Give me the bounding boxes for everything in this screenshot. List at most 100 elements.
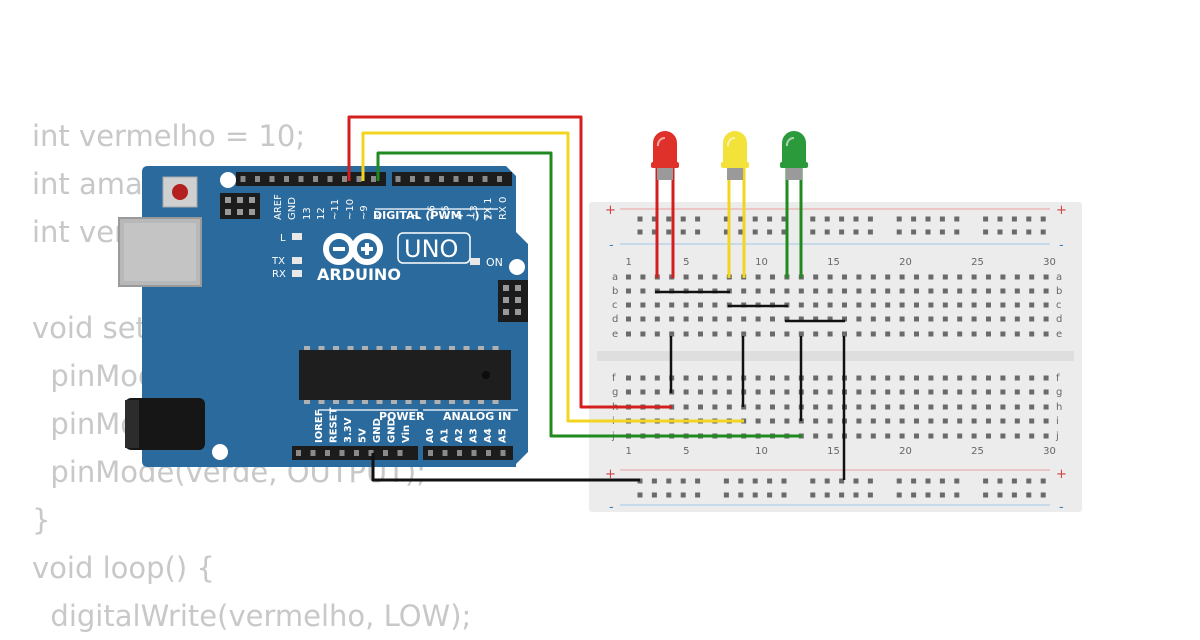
led-yellow-icon[interactable] (721, 131, 749, 278)
led-green-icon[interactable] (780, 131, 808, 278)
digital-pin-label: 4 (455, 214, 466, 220)
wire-black-gnd (371, 453, 640, 482)
arduino-logo-icon (323, 233, 383, 265)
column-label-bottom: 10 (755, 446, 768, 457)
analog-label: ANALOG IN (443, 410, 511, 423)
row-label-left: g (612, 387, 618, 398)
digital-pin-label: ~3 (469, 205, 480, 220)
leds (651, 131, 808, 278)
digital-pin-label: GND (287, 197, 298, 220)
digital-pin-label: RX 0 (498, 197, 509, 220)
row-label-right: i (1056, 416, 1059, 427)
digital-pin-label: 7 (412, 214, 423, 220)
uno-label: UNO (404, 235, 458, 263)
digital-pin-label: 13 (302, 207, 313, 220)
led-rx-label: RX (272, 269, 286, 280)
row-label-left: b (612, 286, 618, 297)
uno-badge (397, 232, 471, 264)
mounting-hole (220, 172, 236, 188)
led-l-label: L (280, 233, 286, 244)
power-pin-label: IOREF (314, 409, 325, 443)
rail-minus-bottom-right: - (1059, 500, 1064, 515)
microcontroller-chip (299, 350, 511, 400)
breadboard-center-channel (597, 351, 1074, 361)
usb-port-inner (124, 223, 196, 281)
analog-pin-label: A0 (425, 428, 436, 443)
column-label-bottom: 15 (827, 446, 840, 457)
power-label: POWER (379, 410, 425, 423)
power-pin-label: GND (372, 418, 383, 443)
mounting-hole (212, 444, 228, 460)
rail-plus-bottom-right: + (1056, 467, 1067, 482)
row-label-right: c (1056, 300, 1062, 311)
digital-pin-label: ~5 (441, 205, 452, 220)
digital-pin-label: 8 (373, 214, 384, 220)
row-label-right: d (1056, 314, 1062, 325)
row-label-right: h (1056, 402, 1062, 413)
arduino-brand: ARDUINO (317, 265, 401, 284)
digital-label: DIGITAL (PWM ~) (373, 209, 480, 222)
power-pin-label: GND (387, 418, 398, 443)
rail-plus-top-right: + (1056, 203, 1067, 218)
rail-minus-top-right: - (1059, 238, 1064, 253)
analog-pin-label: A4 (483, 428, 494, 443)
power-jack-front (125, 400, 139, 448)
digital-header-right (392, 172, 512, 186)
rail-minus-top-left: - (609, 238, 614, 253)
power-pin-label: Vin (401, 425, 412, 443)
column-label-top: 1 (626, 257, 632, 268)
led-tx-label: TX (271, 256, 285, 267)
rail-plus-top-left: + (605, 203, 616, 218)
analog-pin-label: A5 (498, 428, 509, 443)
row-label-right: e (1056, 329, 1062, 340)
wire-green-pin8 (376, 151, 802, 438)
row-label-right: b (1056, 286, 1062, 297)
digital-pin-label: 12 (316, 207, 327, 220)
icsp-header (220, 193, 260, 219)
power-pin-label: 5V (358, 428, 369, 443)
column-label-bottom: 25 (971, 446, 984, 457)
led-on-label: ON (486, 256, 503, 269)
row-label-left: e (612, 329, 618, 340)
icsp-header-2 (498, 280, 528, 322)
analog-pin-label: A1 (440, 428, 451, 443)
reset-button-cap[interactable] (172, 184, 188, 200)
column-label-top: 25 (971, 257, 984, 268)
analog-header (423, 446, 513, 460)
led-rx-icon (292, 270, 302, 277)
row-label-left: c (612, 300, 618, 311)
column-label-bottom: 1 (626, 446, 632, 457)
code-line: void loop() { (32, 551, 215, 585)
led-red-icon[interactable] (651, 131, 679, 278)
row-label-right: j (1055, 431, 1059, 442)
column-label-top: 10 (755, 257, 768, 268)
column-label-top: 5 (683, 257, 689, 268)
digital-pin-label: ~11 (330, 199, 341, 220)
digital-pin-label: ~10 (345, 199, 356, 220)
column-label-top: 20 (899, 257, 912, 268)
led-tx-icon (292, 257, 302, 264)
column-label-top: 30 (1043, 257, 1056, 268)
breadboard: + + + + - - - - 115510101515202025253030… (589, 202, 1082, 515)
power-pin-label: 3.3V (343, 417, 354, 443)
digital-pin-label: ~6 (426, 205, 437, 220)
digital-pin-label: AREF (273, 194, 284, 220)
chip-notch (482, 371, 490, 379)
column-label-bottom: 5 (683, 446, 689, 457)
chip-pins (304, 346, 499, 404)
column-label-bottom: 20 (899, 446, 912, 457)
analog-pin-label: A2 (454, 428, 465, 443)
row-label-right: g (1056, 387, 1062, 398)
digital-header-holes (240, 176, 502, 182)
rail-minus-bottom-left: - (609, 500, 614, 515)
row-label-left: d (612, 314, 618, 325)
row-label-left: a (612, 272, 618, 283)
row-label-right: f (1056, 373, 1060, 384)
code-line: int vermelho = 10; (32, 119, 306, 153)
wire-red-pin10 (347, 115, 672, 409)
code-line: digitalWrite(vermelho, LOW); (32, 599, 472, 633)
